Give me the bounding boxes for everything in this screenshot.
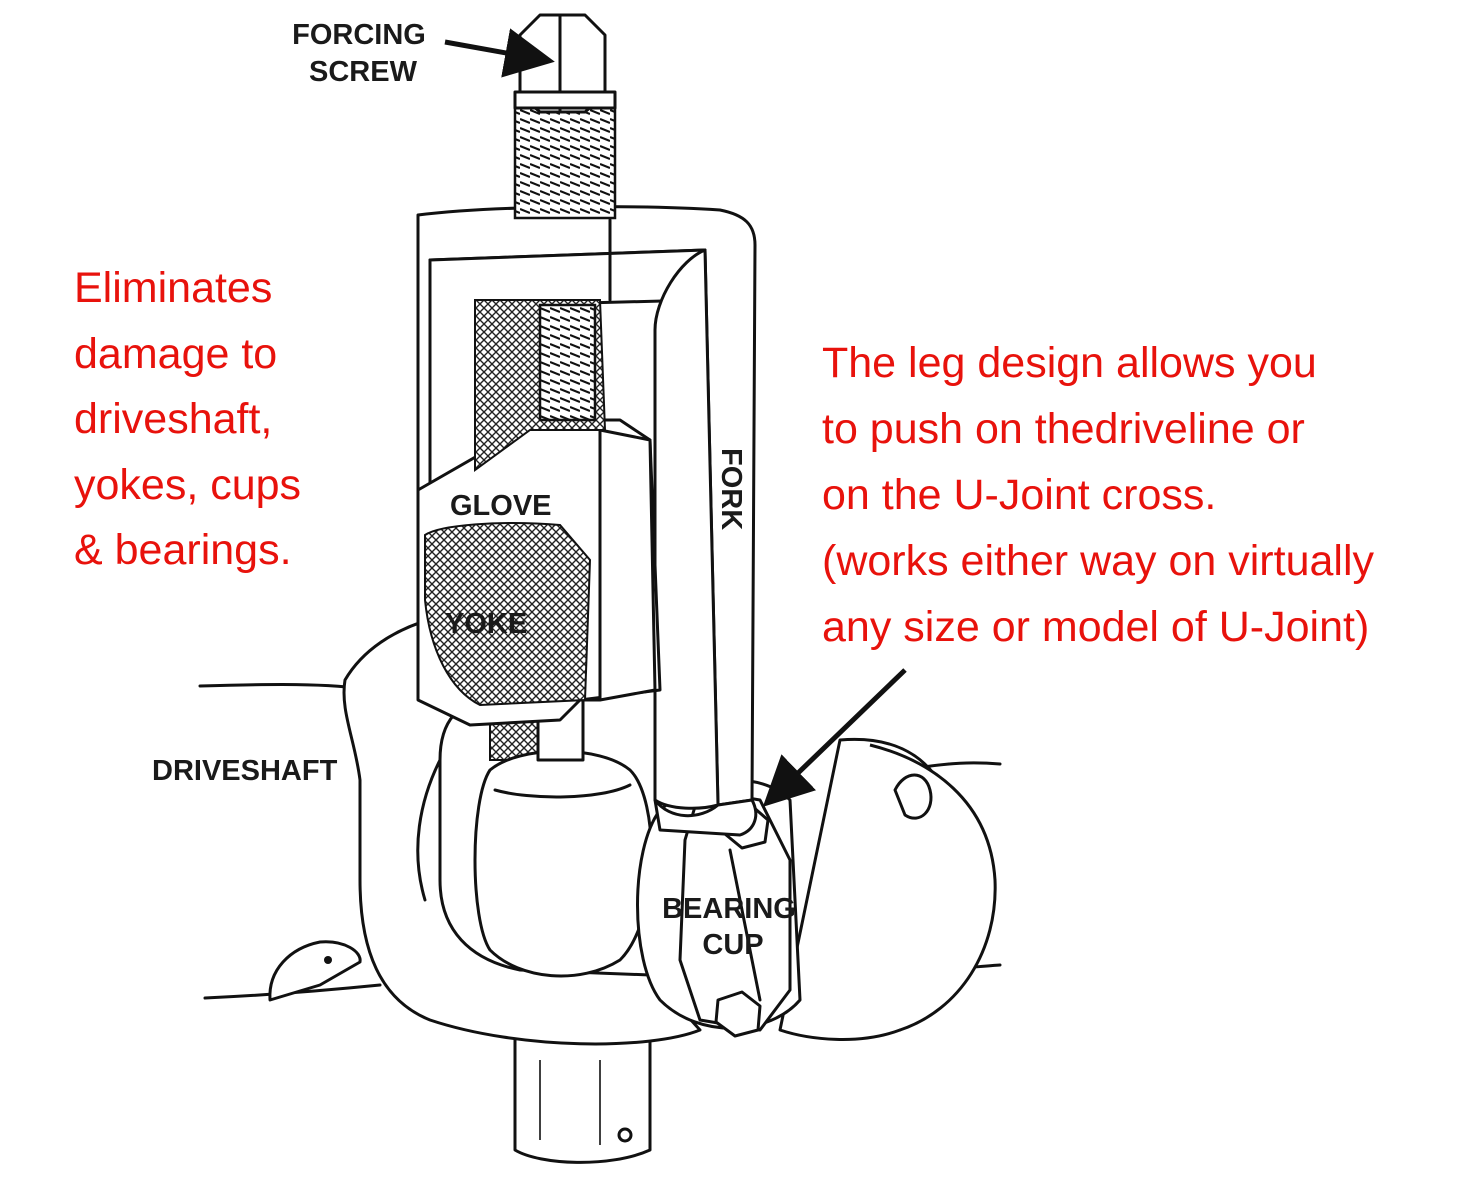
bottom-yoke-stem: [513, 1033, 652, 1164]
bearing-cup-clamp: [636, 778, 802, 1038]
bearing-cup-label: BEARING CUP: [662, 893, 804, 961]
callout-pointer-arrow: [762, 668, 907, 807]
left-callout: Eliminates damage to driveshaft, yokes, …: [74, 264, 313, 574]
glove-block: [416, 299, 662, 727]
fork-label: FORK: [715, 448, 747, 530]
forcing-screw-label: FORCING SCREW: [292, 19, 434, 88]
glove-label: GLOVE: [450, 490, 552, 522]
driveshaft-label: DRIVESHAFT: [152, 755, 338, 787]
right-callout: The leg design allows you to push on the…: [822, 339, 1386, 651]
right-shaft-housing: [778, 737, 1002, 1041]
forcing-screw-arrow: [444, 28, 555, 78]
yoke-label: YOKE: [445, 608, 527, 640]
